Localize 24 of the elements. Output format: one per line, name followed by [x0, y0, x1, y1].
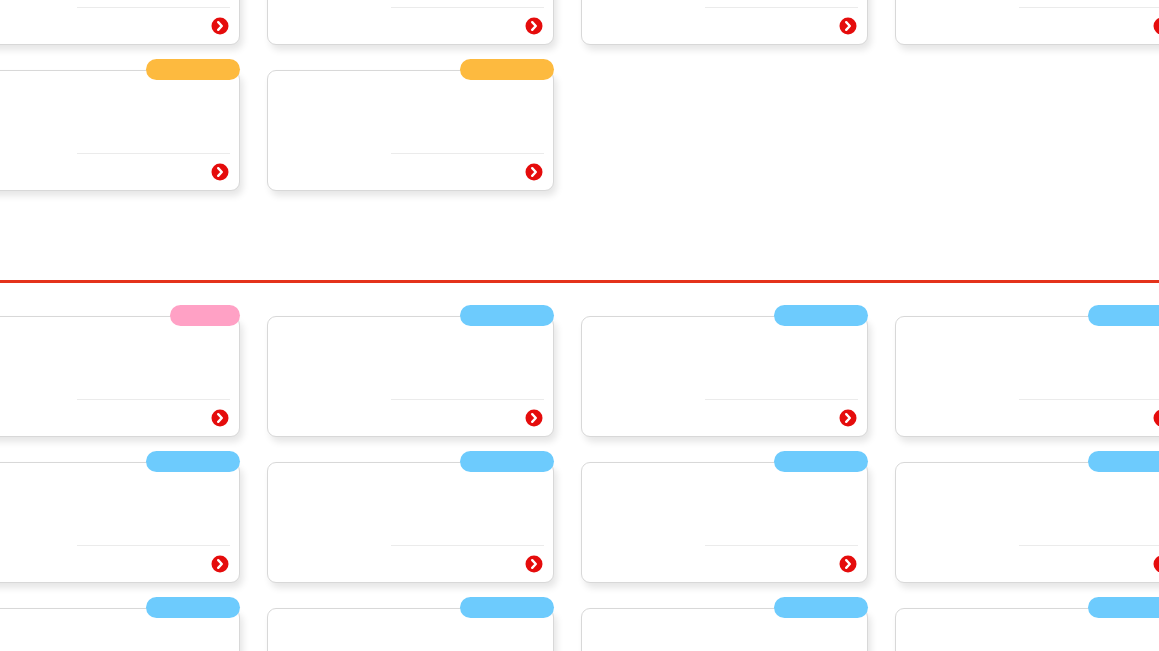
card	[0, 462, 240, 583]
card	[267, 70, 554, 191]
color-tag	[1088, 451, 1159, 472]
color-tag	[146, 59, 240, 80]
color-tag	[460, 59, 554, 80]
color-tag	[1088, 305, 1159, 326]
card	[581, 462, 868, 583]
card	[267, 316, 554, 437]
color-tag	[1088, 597, 1159, 618]
color-tag	[460, 305, 554, 326]
color-tag	[774, 305, 868, 326]
card	[895, 316, 1159, 437]
card	[0, 316, 240, 437]
color-tag	[460, 597, 554, 618]
color-tag	[460, 451, 554, 472]
color-tag	[146, 451, 240, 472]
color-tag	[146, 597, 240, 618]
color-tag	[774, 451, 868, 472]
card	[267, 462, 554, 583]
card	[0, 70, 240, 191]
card	[581, 316, 868, 437]
card	[895, 462, 1159, 583]
color-tag	[170, 305, 240, 326]
color-tag	[774, 597, 868, 618]
